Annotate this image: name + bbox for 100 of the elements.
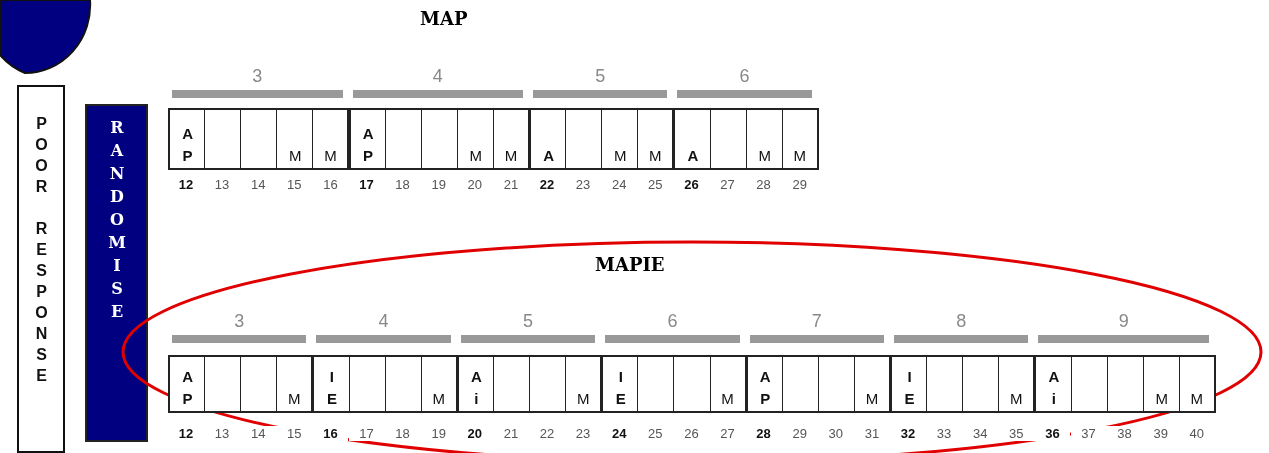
cell-code: M	[503, 147, 519, 164]
schedule-cell	[890, 355, 928, 413]
cell-code: I	[328, 368, 335, 385]
cycle-number: 6	[666, 311, 679, 332]
schedule-cell	[853, 355, 891, 413]
schedule-cell	[492, 355, 530, 413]
cell-code: M	[1154, 390, 1169, 407]
cell-code: M	[720, 390, 735, 407]
cell-code: E	[325, 390, 338, 407]
schedule-cell	[420, 108, 458, 170]
schedule-cell	[998, 355, 1036, 413]
vertical-label-box: POOR RESPONSE	[17, 85, 65, 453]
cycle-number: 4	[431, 66, 444, 87]
schedule-cell	[456, 355, 494, 413]
cell-code: M	[757, 147, 772, 164]
day-number: 36	[1034, 426, 1071, 441]
schedule-cell	[168, 355, 206, 413]
schedule-cell	[1142, 355, 1180, 413]
cycle-number: 4	[377, 311, 390, 332]
cell-code: A	[361, 125, 375, 142]
cycle-number: 3	[251, 66, 264, 87]
cell-code: M	[468, 147, 484, 164]
schedule-cell	[601, 108, 639, 170]
schedule-cell	[926, 355, 964, 413]
cell-code: P	[181, 390, 194, 407]
schedule-cell	[745, 108, 783, 170]
schedule-cell	[745, 355, 783, 413]
cell-code: i	[473, 390, 480, 407]
cell-code: M	[1009, 390, 1024, 407]
schedule-cell	[529, 108, 567, 170]
day-number: 16	[312, 426, 349, 441]
day-number: 37	[1070, 426, 1107, 441]
schedule-cell	[781, 108, 819, 170]
schedule-cell	[384, 355, 422, 413]
cell-code: A	[181, 125, 194, 142]
schedule-cell	[1178, 355, 1216, 413]
schedule-cell	[962, 355, 1000, 413]
vertical-label-box: RANDOMISE	[85, 104, 148, 442]
cycle-number: 7	[810, 311, 823, 332]
schedule-cell	[312, 108, 350, 170]
cycle-number: 9	[1117, 311, 1130, 332]
cell-code: P	[362, 147, 375, 164]
schedule-cell	[456, 108, 494, 170]
cell-code: M	[431, 390, 446, 407]
schedule-cell	[1034, 355, 1072, 413]
cell-code: A	[1047, 368, 1061, 385]
schedule-cell	[384, 108, 422, 170]
cell-code: I	[906, 368, 913, 385]
cell-code: M	[613, 147, 628, 164]
cell-code: i	[1050, 390, 1057, 407]
cell-code: M	[792, 147, 807, 164]
schedule-cell	[529, 355, 567, 413]
cycle-number: 8	[955, 311, 968, 332]
cycle-number: 6	[738, 66, 751, 87]
schedule-cell	[492, 108, 530, 170]
cell-code: E	[903, 390, 916, 407]
cell-code: A	[181, 368, 194, 385]
cell-code: I	[617, 368, 624, 385]
schedule-cell	[709, 108, 747, 170]
cell-code: A	[686, 147, 700, 164]
schedule-cell	[276, 108, 314, 170]
section-title: MAPIE	[595, 254, 665, 275]
schedule-cell	[276, 355, 314, 413]
cell-code: M	[287, 390, 302, 407]
schedule-cell	[1106, 355, 1144, 413]
schedule-cell	[781, 355, 819, 413]
schedule-cell	[1070, 355, 1108, 413]
schedule-cell	[240, 355, 278, 413]
cell-code: A	[542, 147, 555, 164]
schedule-cell	[565, 355, 603, 413]
schedule-cell	[673, 108, 711, 170]
schedule-cell	[637, 355, 675, 413]
schedule-cell	[565, 108, 603, 170]
cell-code: M	[323, 147, 338, 164]
schedule-cell	[817, 355, 855, 413]
cell-code: P	[759, 390, 772, 407]
schedule-cell	[637, 108, 675, 170]
schedule-cell	[709, 355, 747, 413]
cell-code: P	[181, 147, 194, 164]
day-number: 15	[276, 426, 313, 441]
schedule-cell	[348, 108, 386, 170]
schedule-cell	[312, 355, 350, 413]
cell-code: E	[614, 390, 627, 407]
cell-code: A	[758, 368, 772, 385]
section-title: MAP	[420, 8, 468, 29]
cell-code: M	[648, 147, 663, 164]
schedule-cell	[420, 355, 458, 413]
schedule-cell	[601, 355, 639, 413]
schedule-cell	[348, 355, 386, 413]
cycle-number: 5	[594, 66, 607, 87]
schedule-cell	[240, 108, 278, 170]
cell-code: M	[288, 147, 303, 164]
schedule-cell	[204, 355, 242, 413]
schedule-cell	[168, 108, 206, 170]
schedule-cell	[204, 108, 242, 170]
cell-code: M	[1189, 390, 1205, 407]
schedule-cell	[673, 355, 711, 413]
cell-code: A	[469, 368, 483, 385]
cell-code: M	[864, 390, 880, 407]
cycle-number: 3	[233, 311, 246, 332]
